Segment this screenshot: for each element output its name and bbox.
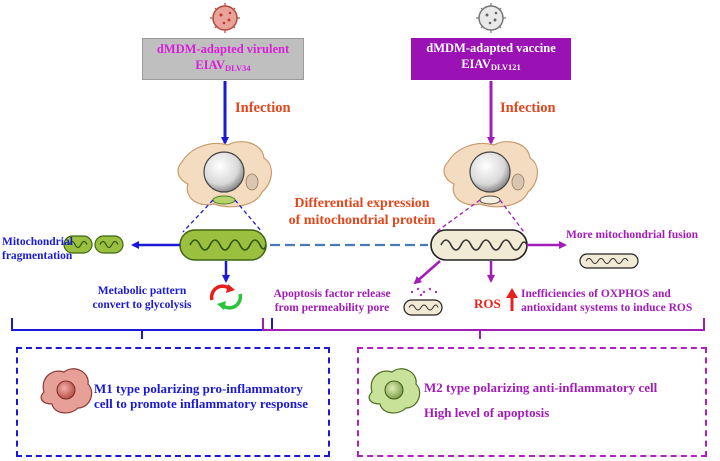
metabolic-label: Metabolic pattern convert to glycolysis [80, 285, 204, 312]
inefficiency-line2: antioxidant systems to induce ROS [521, 301, 693, 314]
ros-increase-icon [506, 288, 518, 311]
virulent-line2: EIAV [195, 57, 225, 72]
inefficiency-line1: Inefficiencies of OXPHOS and [521, 288, 671, 300]
m2-line1: M2 type polarizing anti-inflammatory cel… [424, 380, 658, 395]
infection-label-left: Infection [235, 100, 291, 116]
mitochondrion-left [179, 229, 267, 261]
fragmentation-label: Mitochondrial fragmentation [2, 236, 73, 263]
fused-mitochondrion [579, 253, 639, 269]
ros-label: ROS [474, 296, 501, 311]
zoom-lines-left [182, 199, 263, 233]
virulent-virus-icon [210, 3, 240, 33]
inefficiency-label: Inefficiencies of OXPHOS and antioxidant… [521, 288, 692, 315]
vaccine-virus-icon [476, 3, 506, 33]
m2-line2: High level of apoptosis [424, 404, 550, 420]
m1-line1: M1 type polarizing pro-inflammatory [94, 381, 303, 396]
metabolic-line1: Metabolic pattern [97, 285, 187, 297]
zoom-lines-right [435, 199, 525, 233]
m1-cell-icon [40, 368, 93, 414]
virulent-strain-box: dMDM-adapted virulent EIAVDLV34 [142, 38, 304, 80]
fusion-label: More mitochondrial fusion [566, 229, 699, 241]
center-label: Differential expression of mitochondrial… [272, 196, 452, 229]
center-line1: Differential expression [294, 196, 430, 211]
left-brace [11, 318, 273, 339]
m1-line2: cell to promote inflammatory response [94, 396, 308, 412]
right-brace [262, 318, 705, 339]
vaccine-line2: EIAV [461, 56, 491, 71]
leaking-mitochondrion [403, 287, 443, 316]
apoptosis-label: Apoptosis factor release from permeabili… [262, 288, 402, 315]
m2-cell-icon [368, 368, 421, 414]
apoptosis-line2: from permeability pore [274, 301, 390, 314]
mitochondrion-right [430, 229, 528, 261]
center-line2: of mitochondrial protein [288, 212, 436, 228]
m1-outcome-text: M1 type polarizing pro-inflammatory cell… [94, 381, 308, 412]
macrophage-right [443, 141, 538, 208]
m2-outcome-text: M2 type polarizing anti-inflammatory cel… [424, 376, 657, 425]
recycle-cycle-icon [209, 284, 243, 310]
infection-label-right: Infection [500, 100, 556, 116]
m1-outcome-box [16, 347, 330, 457]
vaccine-line1: dMDM-adapted vaccine [426, 41, 556, 55]
vaccine-strain-box: dMDM-adapted vaccine EIAVDLV121 [411, 38, 571, 80]
macrophage-left [177, 141, 272, 208]
apoptosis-arrow [413, 260, 441, 285]
fragmented-mitochondria [63, 235, 124, 254]
virulent-line1: dMDM-adapted virulent [156, 42, 290, 56]
vaccine-subscript: DLV121 [490, 61, 521, 72]
m2-outcome-box [357, 347, 707, 457]
virulent-subscript: DLV34 [224, 62, 251, 73]
apoptosis-line1: Apoptosis factor release [273, 288, 391, 300]
metabolic-line2: convert to glycolysis [92, 298, 192, 311]
fragmentation-line2: fragmentation [2, 249, 73, 262]
fragmentation-line1: Mitochondrial [2, 236, 73, 248]
